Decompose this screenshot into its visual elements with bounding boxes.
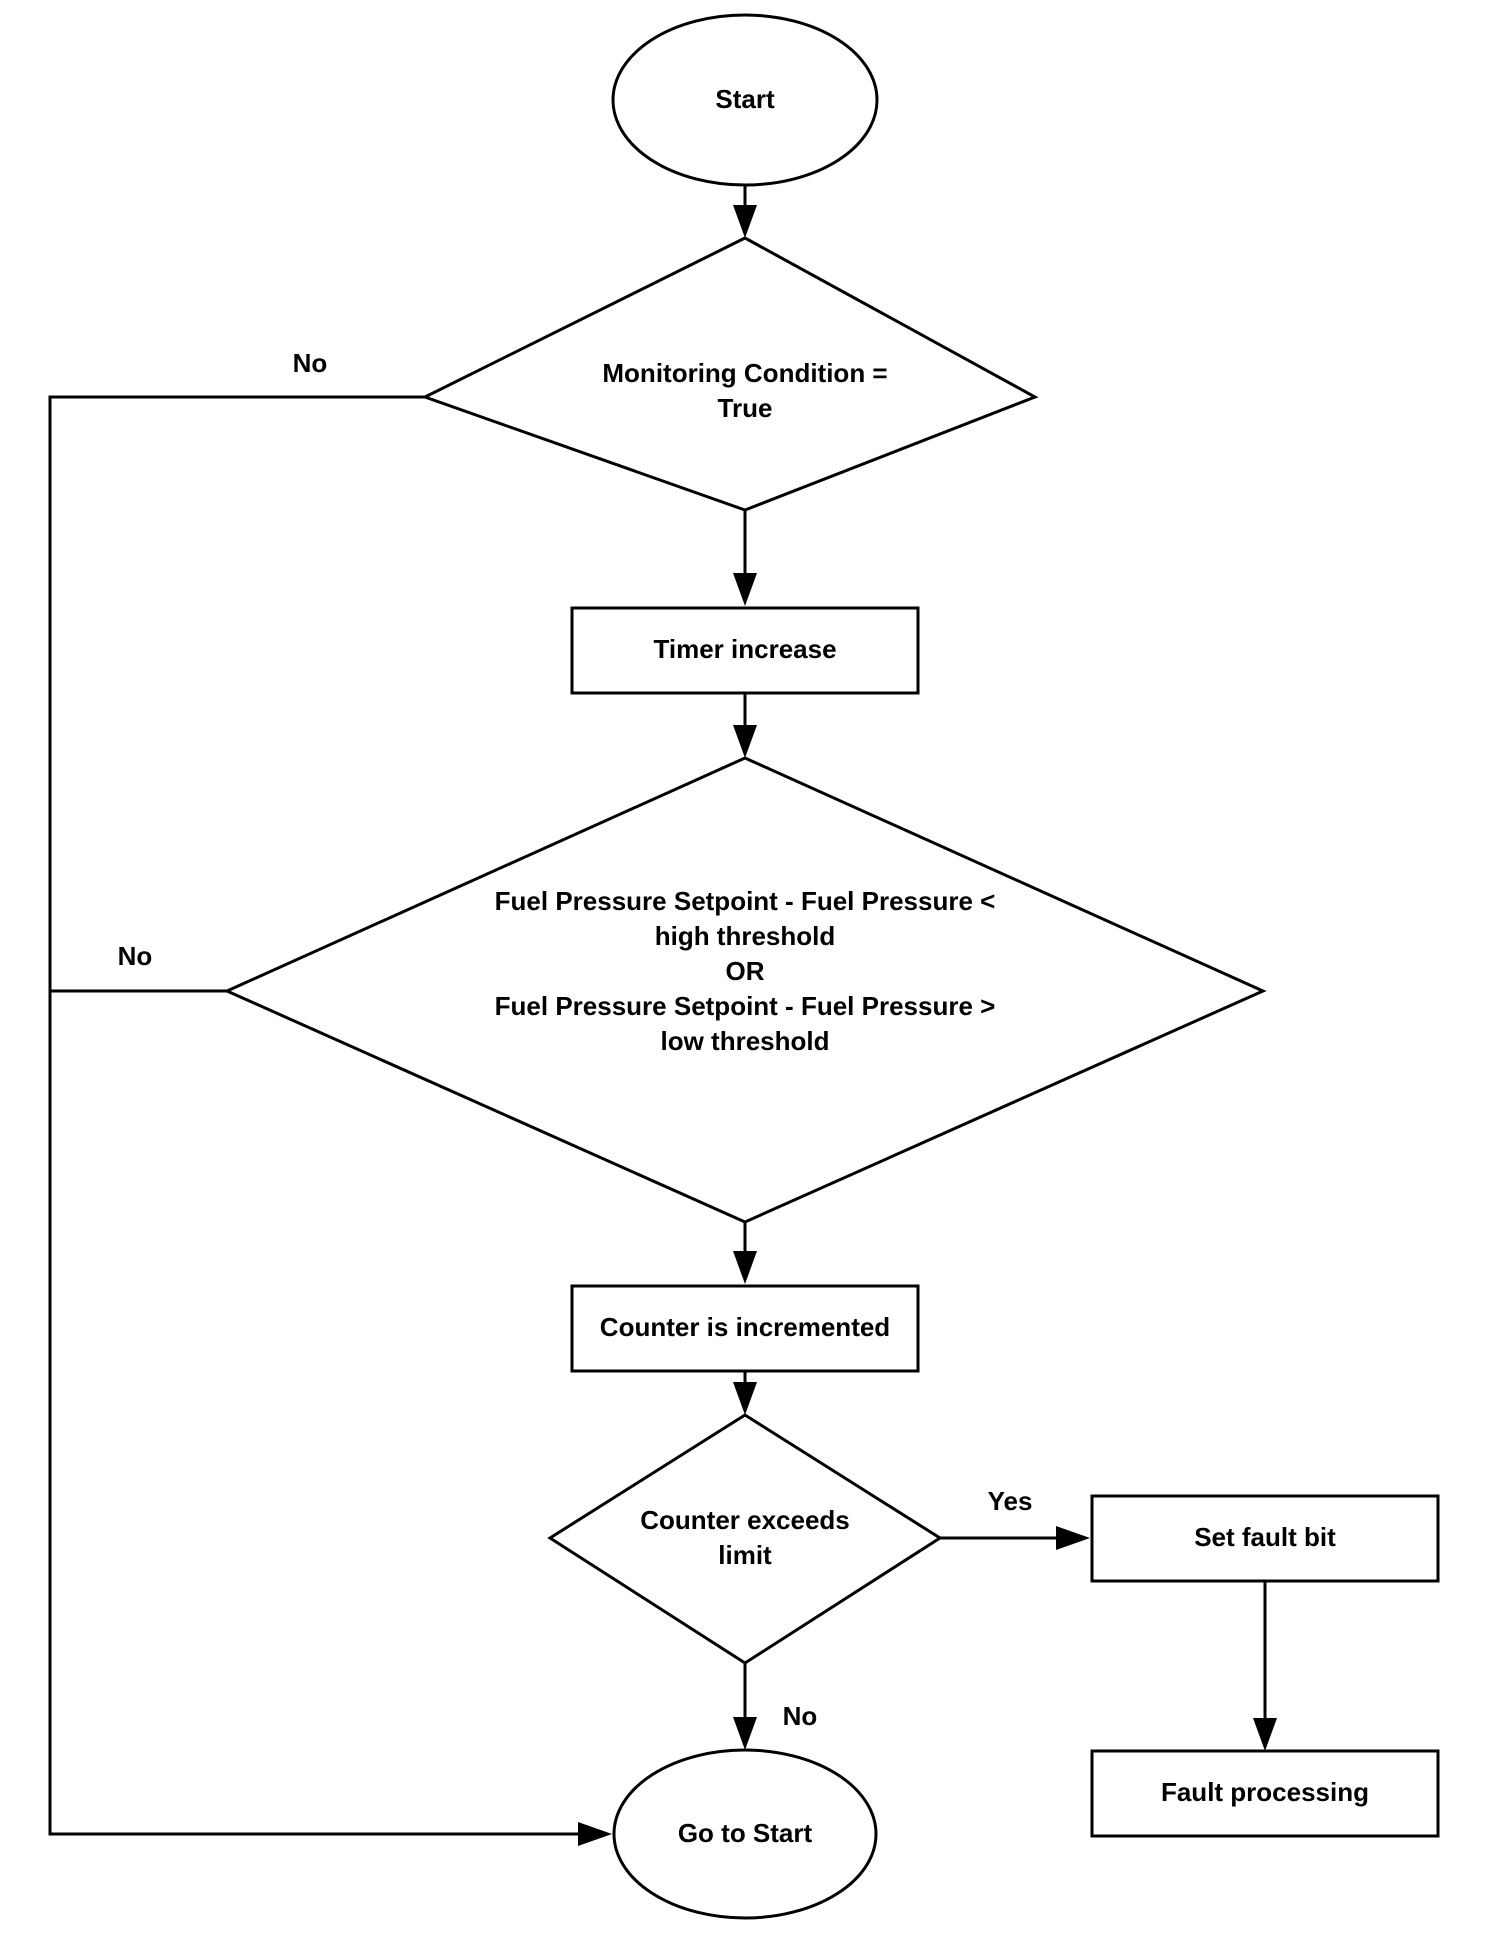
counter-limit-line1: Counter exceeds: [640, 1505, 850, 1535]
go-to-start-label: Go to Start: [678, 1818, 813, 1848]
monitoring-condition-line2: True: [718, 393, 773, 423]
counter-increment-rect: [570, 1284, 920, 1373]
edge-timer-to-pressure: [733, 693, 757, 758]
set-fault-bit-label: Set fault bit: [1194, 1522, 1336, 1552]
timer-increase-label: Timer increase: [653, 634, 836, 664]
edge-label-counter-no: No: [783, 1701, 818, 1731]
node-go-to-start[interactable]: Go to Start: [612, 1748, 878, 1920]
edge-monitoring-to-timer: [733, 510, 757, 606]
monitoring-condition-diamond: [421, 236, 1039, 512]
pressure-check-line3: OR: [726, 956, 765, 986]
node-set-fault-bit[interactable]: Set fault bit: [1090, 1494, 1440, 1583]
edge-label-counter-yes: Yes: [988, 1486, 1033, 1516]
edge-pressure-to-counter: [733, 1222, 757, 1284]
start-ellipse: [611, 13, 879, 187]
node-fault-processing[interactable]: Fault processing: [1090, 1749, 1440, 1838]
fault-processing-label: Fault processing: [1161, 1777, 1369, 1807]
counter-limit-line2: limit: [718, 1540, 772, 1570]
edge-label-pressure-no: No: [118, 941, 153, 971]
set-fault-bit-rect: [1090, 1494, 1440, 1583]
counter-increment-label: Counter is incremented: [600, 1312, 890, 1342]
node-monitoring-condition[interactable]: Monitoring Condition = True: [421, 236, 1039, 512]
node-counter-limit[interactable]: Counter exceeds limit: [547, 1413, 943, 1665]
timer-increase-rect: [570, 606, 920, 695]
node-counter-increment[interactable]: Counter is incremented: [570, 1284, 920, 1373]
pressure-check-line2: high threshold: [655, 921, 836, 951]
monitoring-condition-line1: Monitoring Condition =: [602, 358, 887, 388]
node-timer-increase[interactable]: Timer increase: [570, 606, 920, 695]
edge-monitoring-no-loop: [48, 395, 612, 1846]
edge-limit-no-to-go-to-start: [733, 1663, 757, 1750]
pressure-check-diamond: [223, 756, 1267, 1224]
pressure-check-line4: Fuel Pressure Setpoint - Fuel Pressure >: [495, 991, 996, 1021]
go-to-start-ellipse: [612, 1748, 878, 1920]
edge-label-monitoring-no: No: [293, 348, 328, 378]
node-start[interactable]: Start: [611, 13, 879, 187]
edge-counter-to-limit: [733, 1371, 757, 1415]
edge-start-to-monitoring: [733, 185, 757, 238]
start-label: Start: [715, 84, 775, 114]
pressure-check-line1: Fuel Pressure Setpoint - Fuel Pressure <: [495, 886, 996, 916]
fault-processing-rect: [1090, 1749, 1440, 1838]
pressure-check-line5: low threshold: [661, 1026, 830, 1056]
edge-fault-bit-to-fault-processing: [1253, 1581, 1277, 1751]
counter-limit-diamond: [547, 1413, 943, 1665]
edge-limit-yes-to-fault-bit: [940, 1526, 1090, 1550]
node-pressure-check[interactable]: Fuel Pressure Setpoint - Fuel Pressure <…: [223, 756, 1267, 1224]
